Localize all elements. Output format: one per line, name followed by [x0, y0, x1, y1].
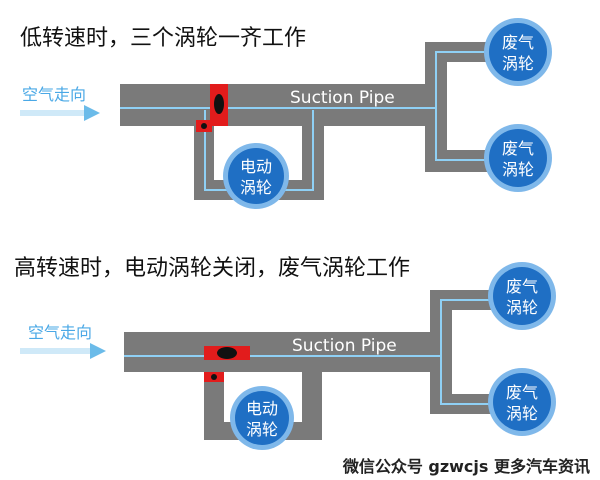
air-direction-label: 空气走向 [28, 323, 92, 342]
electric-turbo: 电动 涡轮 [230, 386, 294, 450]
electric-turbo-label-line1: 电动 [246, 399, 278, 418]
bypass-valve-closed [204, 346, 250, 360]
electric-turbo-label-line2: 涡轮 [240, 178, 272, 197]
exhaust-turbo-top-label-line2: 涡轮 [502, 54, 534, 73]
exhaust-turbo-top-label-line2: 涡轮 [506, 298, 538, 317]
section-title: 高转速时，电动涡轮关闭，废气涡轮工作 [14, 256, 410, 281]
pipe-network [124, 290, 510, 440]
airflow-line [124, 299, 505, 405]
exhaust-turbo-top-label-line1: 废气 [502, 33, 534, 52]
bypass-valve [210, 84, 228, 126]
suction-pipe-label: Suction Pipe [292, 336, 397, 356]
air-direction-arrow [20, 343, 106, 359]
exhaust-turbo-top-label-line1: 废气 [506, 277, 538, 296]
air-direction-arrow [20, 105, 100, 121]
bypass-valve-small-closed [204, 372, 224, 382]
exhaust-turbo-bottom-label-line2: 涡轮 [506, 404, 538, 423]
bypass-valve-small [196, 120, 212, 132]
electric-turbo: 电动 涡轮 [223, 143, 289, 209]
electric-turbo-label-line2: 涡轮 [246, 420, 278, 439]
exhaust-turbo-bottom: 废气 涡轮 [484, 124, 552, 192]
exhaust-turbo-bottom-label-line2: 涡轮 [502, 160, 534, 179]
exhaust-turbo-bottom-label-line1: 废气 [502, 139, 534, 158]
exhaust-turbo-top: 废气 涡轮 [484, 18, 552, 86]
footer-watermark: 微信公众号 gzwcjs 更多汽车资讯 [342, 457, 590, 476]
exhaust-turbo-top: 废气 涡轮 [488, 262, 556, 330]
exhaust-turbo-bottom: 废气 涡轮 [488, 368, 556, 436]
pipe-network [120, 42, 515, 200]
section-title: 低转速时，三个涡轮一齐工作 [20, 26, 306, 51]
exhaust-turbo-bottom-label-line1: 废气 [506, 383, 538, 402]
section-high-speed: 高转速时，电动涡轮关闭，废气涡轮工作 空气走向 S [14, 256, 556, 450]
suction-pipe-label: Suction Pipe [290, 88, 395, 108]
air-direction-label: 空气走向 [22, 85, 86, 104]
electric-turbo-label-line1: 电动 [240, 157, 272, 176]
section-low-speed: 低转速时，三个涡轮一齐工作 空气走向 [20, 18, 552, 209]
